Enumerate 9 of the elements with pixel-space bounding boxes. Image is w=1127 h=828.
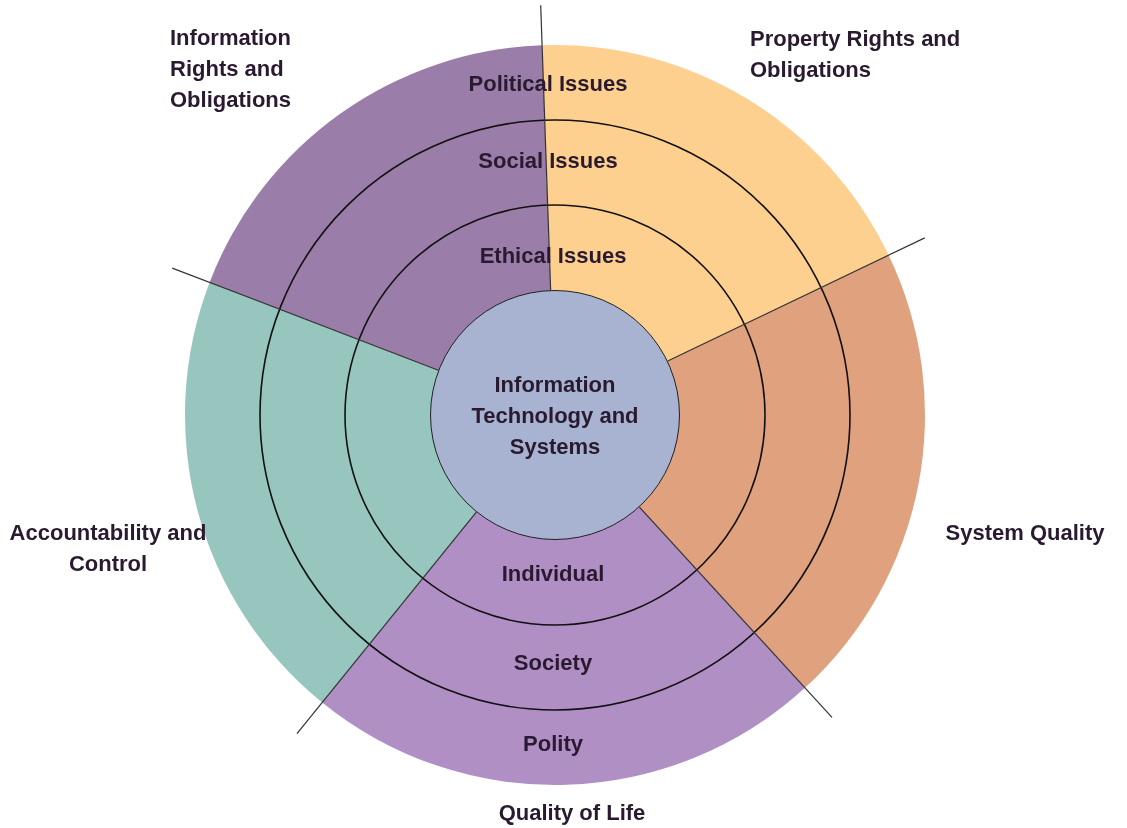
ring-label: Polity <box>523 729 583 758</box>
sector-label: Accountability and Control <box>8 519 208 578</box>
ring-label: Social Issues <box>478 146 618 175</box>
sector-label: Quality of Life <box>497 798 647 827</box>
sector-label: Property Rights and Obligations <box>750 25 962 84</box>
sector-label: System Quality <box>944 518 1106 547</box>
ring-label: Society <box>513 648 593 677</box>
ring-label: Individual <box>501 559 605 588</box>
sector-label: Information Rights and Obligations <box>170 23 292 114</box>
